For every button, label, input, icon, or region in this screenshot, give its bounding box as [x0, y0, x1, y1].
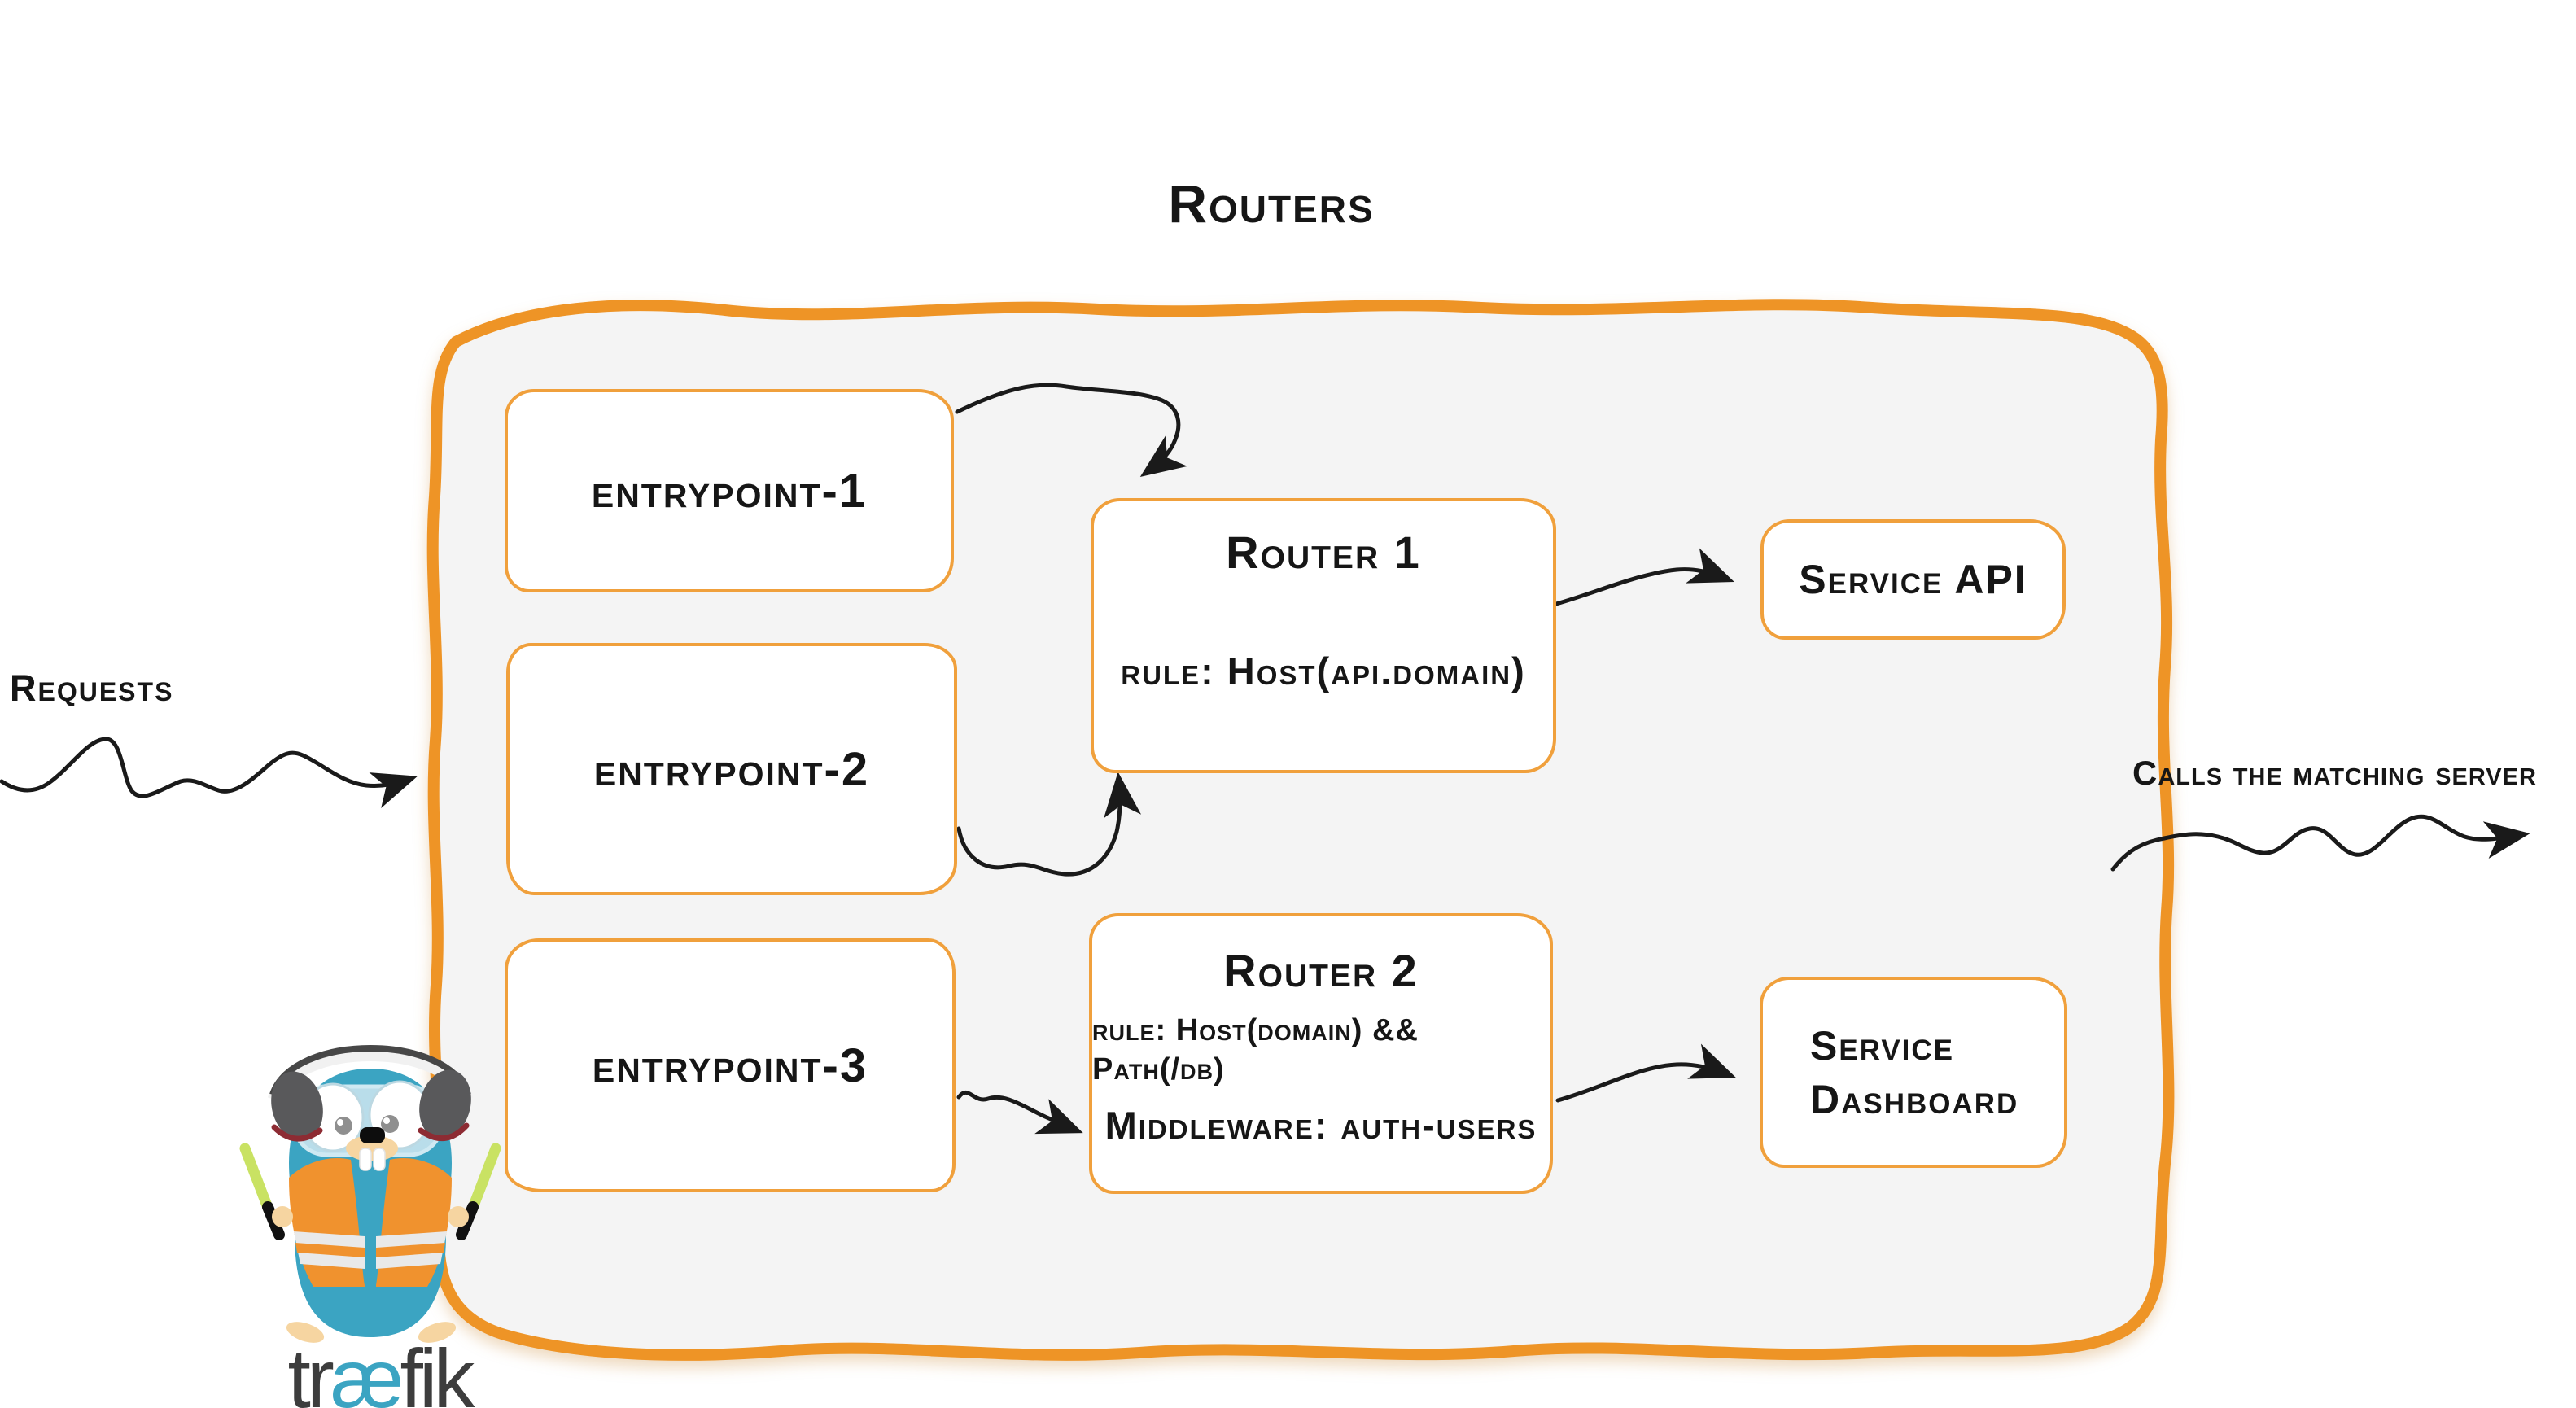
gopher-pupil-right-glint: [383, 1117, 390, 1124]
entrypoint-1-box: entrypoint-1: [505, 389, 954, 592]
entrypoint-3-label: entrypoint-3: [592, 1039, 868, 1092]
gopher-pupil-left-glint: [337, 1119, 343, 1126]
wordmark-ae: æ: [330, 1332, 405, 1408]
wordmark-fik: fik: [400, 1332, 475, 1408]
gopher-foot-right: [418, 1322, 457, 1343]
calls-label: Calls the matching server: [2132, 754, 2537, 792]
arrow-router1-to-service-api: [1554, 548, 1734, 606]
service-api-box: Service API: [1760, 519, 2066, 640]
service-api-label: Service API: [1799, 557, 2027, 602]
gopher-tooth-left: [359, 1148, 372, 1171]
requests-arrow: [0, 737, 418, 808]
service-dashboard-label: Service Dashboard: [1810, 1022, 2019, 1122]
diagram-title: Routers: [1168, 173, 1375, 234]
arrow-entrypoint3-to-router2: [956, 1090, 1083, 1135]
router-1-title: Router 1: [1226, 527, 1421, 578]
gopher-foot-left: [286, 1322, 325, 1343]
calls-arrow: [2110, 814, 2530, 872]
requests-label: Requests: [10, 667, 174, 709]
arrow-router2-to-service-dashboard: [1555, 1043, 1736, 1103]
router-1-box: Router 1 rule: Host(api.domain): [1091, 498, 1556, 773]
gopher-earcup-left-rim: [271, 1124, 323, 1142]
traefik-gopher-logo: [239, 1045, 501, 1343]
gopher-pupil-right: [381, 1115, 399, 1133]
arrow-entrypoint2-to-router1: [956, 772, 1142, 877]
gopher-baton-left: [239, 1143, 275, 1218]
router-2-title: Router 2: [1223, 945, 1419, 996]
gopher-nose: [360, 1127, 385, 1143]
entrypoint-2-label: entrypoint-2: [593, 742, 870, 796]
router-2-box: Router 2 rule: Host(domain) && Path(/db)…: [1089, 913, 1553, 1194]
gopher-hand-left: [272, 1206, 293, 1227]
entrypoint-1-label: entrypoint-1: [591, 464, 868, 518]
gopher-vest-stripe-right-orange: [376, 1243, 445, 1257]
gopher-hand-right: [448, 1206, 469, 1227]
service-dashboard-box: Service Dashboard: [1760, 977, 2067, 1168]
router-2-rule: rule: Host(domain) && Path(/db): [1092, 1013, 1419, 1087]
router-2-middleware: Middleware: auth-users: [1104, 1104, 1537, 1147]
traefik-wordmark: træfik: [243, 1331, 516, 1408]
gopher-baton-right: [466, 1143, 501, 1218]
entrypoint-2-box: entrypoint-2: [506, 643, 957, 895]
gopher-vest-stripe-left-orange: [295, 1243, 365, 1257]
gopher-tooth-right: [373, 1148, 386, 1171]
arrow-entrypoint1-to-router1: [955, 383, 1187, 477]
entrypoint-3-box: entrypoint-3: [505, 938, 956, 1192]
gopher-earcup-right: [419, 1069, 471, 1139]
gopher-earcup-right-rim: [418, 1122, 470, 1142]
gopher-pupil-left: [335, 1117, 352, 1135]
gopher-earcup-left: [271, 1071, 323, 1141]
router-1-rule: rule: Host(api.domain): [1121, 649, 1526, 693]
wordmark-tr: tr: [287, 1332, 334, 1408]
